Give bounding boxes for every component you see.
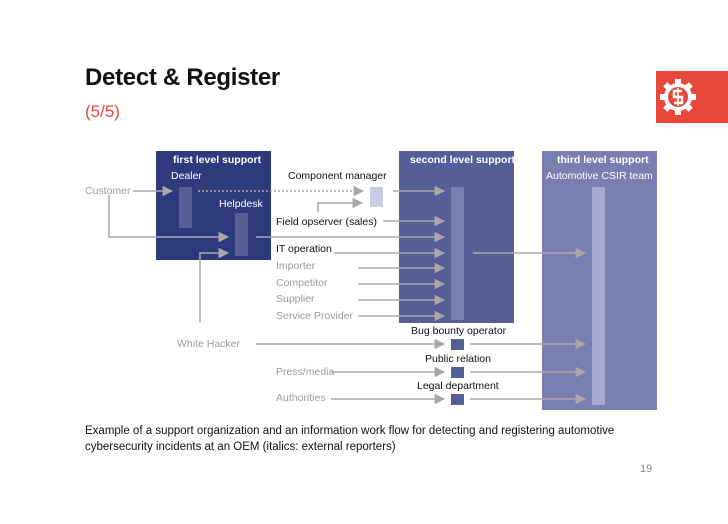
field-observer-label: Field opserver (sales) xyxy=(276,216,377,228)
second-level-bar xyxy=(451,187,464,320)
second-level-title: second level support xyxy=(410,154,516,166)
helpdesk-label: Helpdesk xyxy=(219,198,263,210)
figure-caption: Example of a support organization and an… xyxy=(85,425,615,453)
component-manager-label: Component manager xyxy=(288,170,387,182)
component-manager-box xyxy=(370,187,383,207)
bug-bounty-square xyxy=(451,339,464,350)
page-title: Detect & Register xyxy=(85,64,280,91)
importer-label: Importer xyxy=(276,260,316,272)
press-media-label: Press/media xyxy=(276,366,335,378)
first-level-support-box xyxy=(156,151,271,260)
service-provider-label: Service Provider xyxy=(276,310,354,322)
csir-team-label: Automotive CSIR team xyxy=(546,170,653,182)
bug-bounty-label: Bug bounty operator xyxy=(411,325,507,337)
helpdesk-bar xyxy=(235,213,248,256)
legal-label: Legal department xyxy=(417,380,499,392)
public-relation-square xyxy=(451,367,464,378)
public-relation-label: Public relation xyxy=(425,353,491,365)
customer-label: Customer xyxy=(85,185,131,197)
white-hacker-label: White Hacker xyxy=(177,338,241,350)
dealer-bar xyxy=(179,187,192,228)
page-number: 19 xyxy=(640,463,653,475)
dealer-label: Dealer xyxy=(171,170,202,182)
it-operation-label: IT operation xyxy=(276,243,332,255)
supplier-label: Supplier xyxy=(276,293,315,305)
gear-logo-icon xyxy=(656,71,728,123)
first-level-title: first level support xyxy=(173,154,262,166)
page-subtitle: (5/5) xyxy=(85,102,120,121)
legal-square xyxy=(451,394,464,405)
third-level-title: third level support xyxy=(557,154,649,166)
competitor-label: Competitor xyxy=(276,277,328,289)
authorities-label: Authorities xyxy=(276,392,326,404)
third-level-bar xyxy=(592,187,605,405)
